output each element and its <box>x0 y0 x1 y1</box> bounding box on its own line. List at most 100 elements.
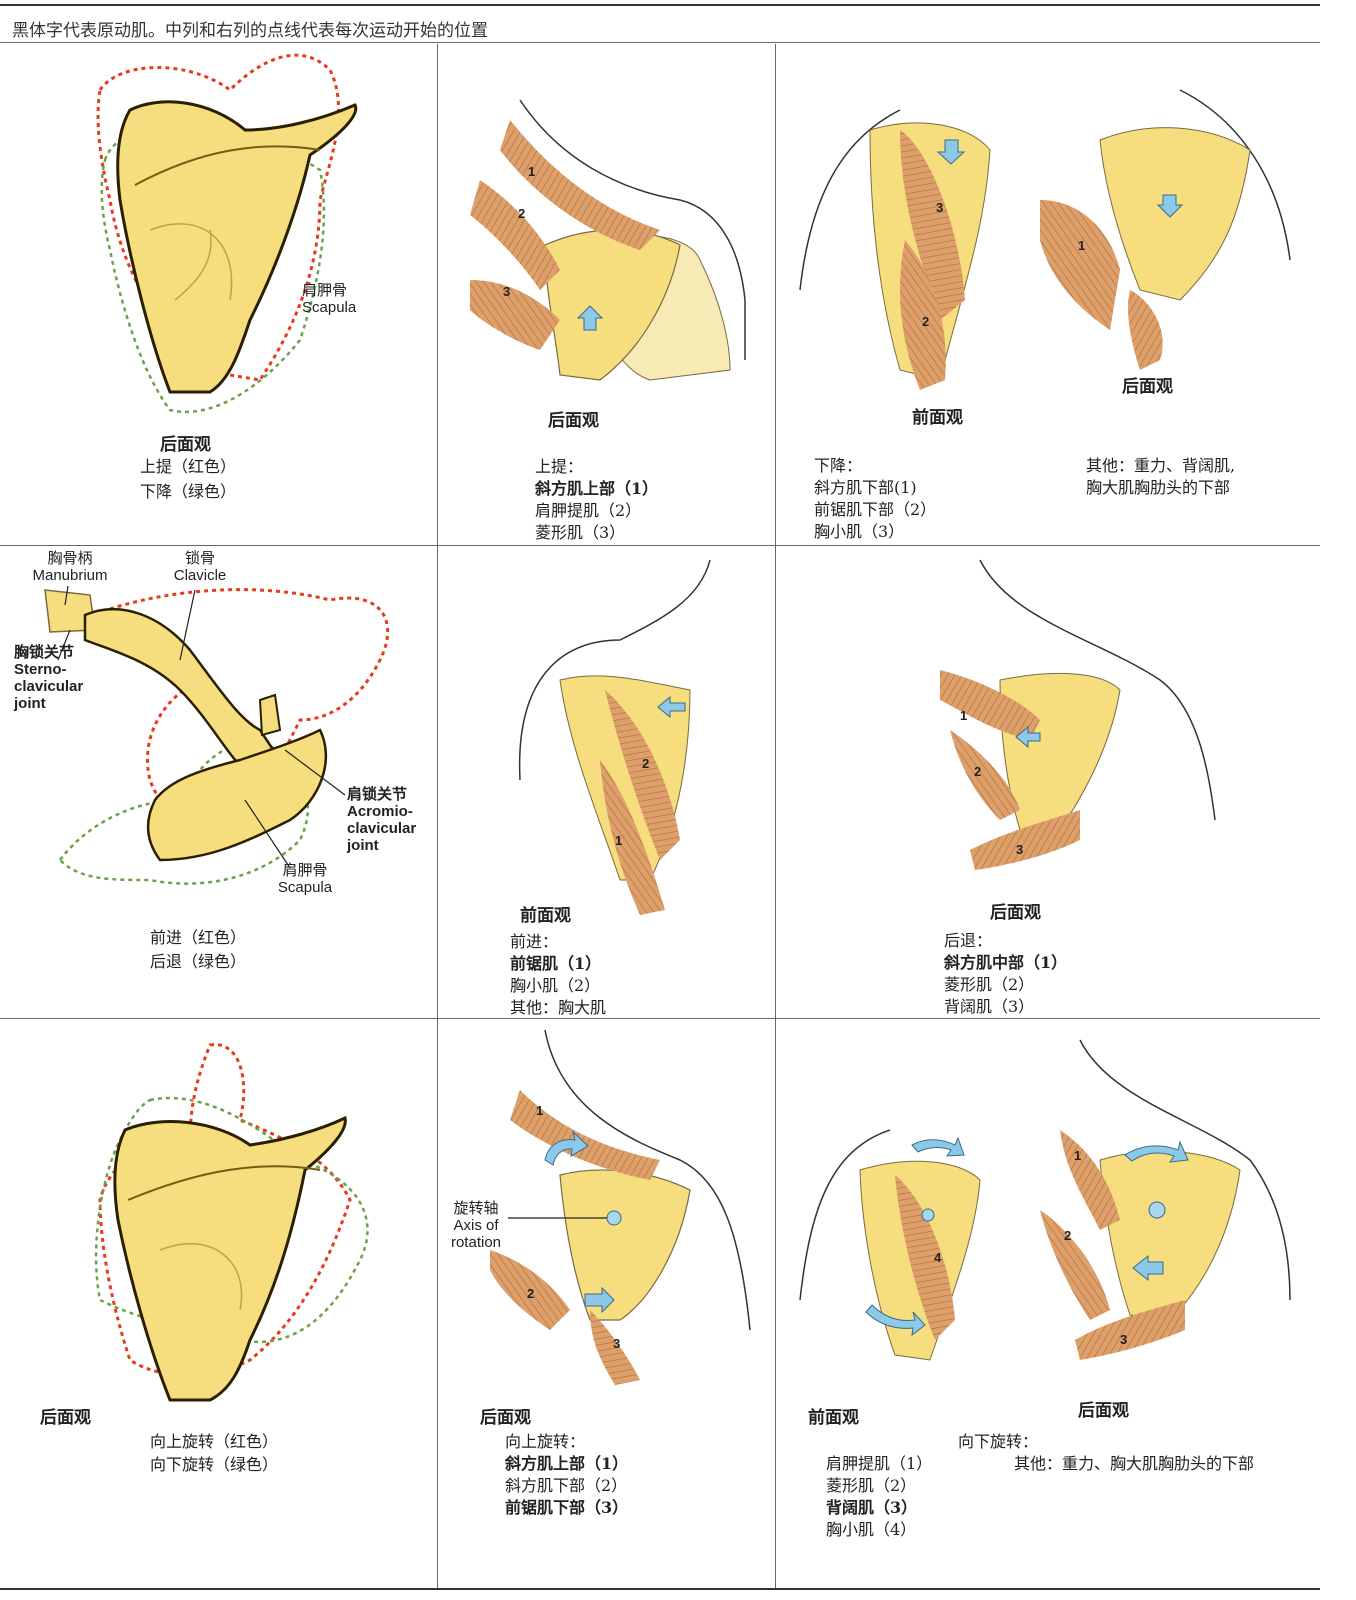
r3-right-muscle-4: 胸小肌（4） <box>826 1520 917 1539</box>
caption: 黑体字代表原动肌。中列和右列的点线代表每次运动开始的位置 <box>12 21 488 41</box>
sternoclavicular-label: 胸锁关节 Sterno-clavicular joint <box>14 644 94 712</box>
acromioclavicular-label: 肩锁关节 Acromio-clavicular joint <box>347 786 437 854</box>
r3-mid-muscle-1: 斜方肌上部（1） <box>505 1454 629 1473</box>
r1-mid-muscle-2: 肩胛提肌（2） <box>535 501 642 520</box>
r3-right-muscle-2: 菱形肌（2） <box>826 1476 917 1495</box>
legend-line-2: 下降（绿色） <box>140 482 237 501</box>
svg-text:2: 2 <box>974 764 981 779</box>
r1-right-other-2: 胸大肌胸肋头的下部 <box>1086 478 1231 497</box>
scapula-label-r2: 肩胛骨 Scapula <box>270 862 340 896</box>
view-label-r1-right-back: 后面观 <box>1122 377 1173 397</box>
r1-right-other-1: 其他：重力、背阔肌, <box>1086 456 1236 475</box>
svg-text:4: 4 <box>934 1250 942 1265</box>
scapula-cn-r2: 肩胛骨 <box>282 862 328 879</box>
manubrium-en: Manubrium <box>32 567 108 584</box>
svg-text:1: 1 <box>528 164 535 179</box>
column-divider-2 <box>775 44 776 1590</box>
scapula-en: Scapula <box>302 299 357 316</box>
view-label-r3-mid: 后面观 <box>480 1408 531 1428</box>
view-label-r1-right-front: 前面观 <box>912 408 963 428</box>
r2-mid-muscle-3: 其他：胸大肌 <box>510 998 607 1017</box>
view-label-r3-right-front: 前面观 <box>808 1408 859 1428</box>
axis-of-rotation-label: 旋转轴 Axis of rotation <box>446 1200 506 1251</box>
r2-right-title: 后退： <box>944 931 993 950</box>
svg-text:3: 3 <box>1120 1332 1127 1347</box>
axis-cn: 旋转轴 <box>453 1200 499 1217</box>
r3-right-muscle-3: 背阔肌（3） <box>826 1498 918 1517</box>
view-label-r1-left: 后面观 <box>160 435 211 455</box>
row-divider-2 <box>0 1018 1320 1019</box>
caption-rule <box>0 42 1320 43</box>
clavicle-label: 锁骨 Clavicle <box>165 550 235 584</box>
r3-right-title: 向下旋转： <box>958 1432 1039 1451</box>
svg-text:2: 2 <box>922 314 929 329</box>
manubrium-label: 胸骨柄 Manubrium <box>30 550 110 584</box>
upward-rotation-figure: 1 2 3 <box>490 1029 751 1385</box>
depression-muscles-figure: 3 2 1 <box>799 89 1291 390</box>
r2-mid-muscle-2: 胸小肌（2） <box>510 976 601 995</box>
bottom-rule <box>0 1588 1320 1590</box>
legend-line-6: 向下旋转（绿色） <box>150 1455 279 1474</box>
rotation-scapula-figure <box>94 1043 369 1402</box>
view-label-r3-right-back: 后面观 <box>1078 1401 1129 1421</box>
svg-text:1: 1 <box>1078 238 1085 253</box>
scapula-label-r1: 肩胛骨 Scapula <box>302 282 356 316</box>
clavicle-cn: 锁骨 <box>184 550 215 567</box>
retraction-muscles-figure: 1 2 3 <box>940 559 1216 870</box>
r3-mid-muscle-3: 前锯肌下部（3） <box>505 1498 629 1517</box>
downward-rotation-figure: 4 1 2 3 <box>799 1039 1291 1361</box>
legend-line-1: 上提（红色） <box>140 457 237 476</box>
r2-mid-title: 前进： <box>510 932 559 951</box>
elevation-muscles-figure: 1 2 3 <box>470 99 746 381</box>
svg-text:3: 3 <box>503 284 510 299</box>
sc-cn: 胸锁关节 <box>14 644 75 661</box>
r2-right-muscle-1: 斜方肌中部（1） <box>944 953 1068 972</box>
svg-text:2: 2 <box>1064 1228 1071 1243</box>
scapula-en-r2: Scapula <box>277 879 333 896</box>
r3-right-other: 其他：重力、胸大肌胸肋头的下部 <box>1014 1454 1255 1473</box>
r3-right-muscle-1: 肩胛提肌（1） <box>826 1454 933 1473</box>
svg-text:2: 2 <box>642 756 649 771</box>
r1-right-muscle-2: 前锯肌下部（2） <box>814 500 937 519</box>
r3-mid-title: 向上旋转： <box>505 1432 586 1451</box>
axis-en-1: Axis of <box>453 1217 499 1234</box>
column-divider-1 <box>437 44 438 1590</box>
manubrium-cn: 胸骨柄 <box>47 550 93 567</box>
view-label-r1-mid: 后面观 <box>548 411 599 431</box>
view-label-r2-mid: 前面观 <box>520 906 571 926</box>
r1-right-muscle-1: 斜方肌下部(1) <box>814 478 917 497</box>
r3-mid-muscle-2: 斜方肌下部（2） <box>505 1476 628 1495</box>
svg-text:2: 2 <box>527 1286 534 1301</box>
legend-line-3: 前进（红色） <box>150 928 247 947</box>
r2-right-muscle-3: 背阔肌（3） <box>944 997 1035 1016</box>
r2-right-muscle-2: 菱形肌（2） <box>944 975 1035 994</box>
svg-text:2: 2 <box>518 206 525 221</box>
clavicle-en: Clavicle <box>173 567 227 584</box>
r1-right-title: 下降： <box>814 456 863 475</box>
row-divider-1 <box>0 545 1320 546</box>
view-label-r2-right: 后面观 <box>990 903 1041 923</box>
svg-text:3: 3 <box>1016 842 1023 857</box>
r1-mid-title: 上提： <box>535 457 584 476</box>
ac-cn: 肩锁关节 <box>347 786 408 803</box>
legend-line-4: 后退（绿色） <box>150 952 247 971</box>
ac-en: Acromio-clavicular joint <box>347 803 417 854</box>
r1-mid-muscle-3: 菱形肌（3） <box>535 523 626 542</box>
sc-en: Sterno-clavicular joint <box>14 661 84 712</box>
view-label-r3-left: 后面观 <box>40 1408 91 1428</box>
scapula-elevation-figure <box>96 53 358 414</box>
svg-text:1: 1 <box>960 708 967 723</box>
r1-mid-muscle-1: 斜方肌上部（1） <box>535 479 659 498</box>
svg-text:1: 1 <box>536 1103 543 1118</box>
r1-right-muscle-3: 胸小肌（3） <box>814 522 905 541</box>
svg-text:1: 1 <box>615 833 622 848</box>
axis-en-2: rotation <box>450 1234 502 1251</box>
protraction-muscles-figure: 2 1 <box>518 559 711 915</box>
top-rule <box>0 4 1320 6</box>
legend-line-5: 向上旋转（红色） <box>150 1432 279 1451</box>
scapula-cn: 肩胛骨 <box>302 282 348 299</box>
svg-text:3: 3 <box>613 1336 620 1351</box>
r2-mid-muscle-1: 前锯肌（1） <box>510 954 602 973</box>
svg-text:3: 3 <box>936 200 943 215</box>
